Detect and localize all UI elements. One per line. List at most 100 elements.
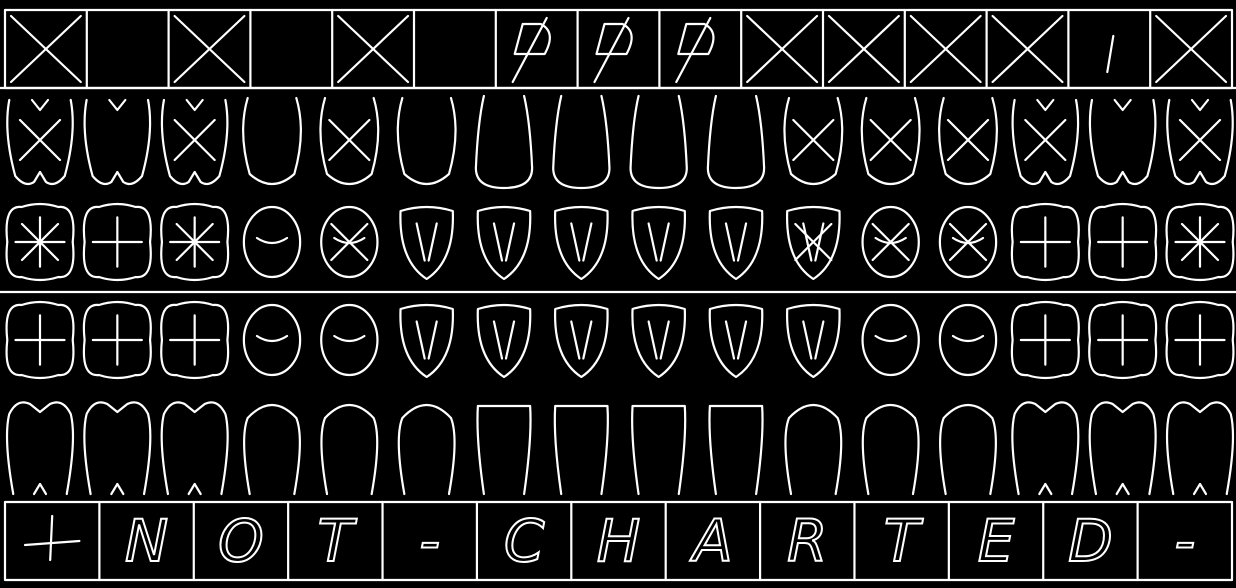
upper-buccal-tooth (939, 98, 997, 184)
tooth-fissure (494, 224, 514, 261)
single-stroke-mark (1107, 36, 1113, 72)
lower-buccal-tooth (7, 402, 73, 494)
tooth-fissure (494, 322, 514, 359)
tooth-crown (1167, 402, 1233, 494)
bottom-box: O (194, 502, 264, 580)
lower-buccal-tooth (1167, 402, 1233, 494)
handwritten-letter: T (884, 507, 924, 575)
tooth-fissure (803, 322, 823, 359)
lower-buccal-tooth (399, 405, 455, 494)
lower-buccal-tooth (785, 405, 841, 494)
top-box (332, 10, 408, 88)
upper-buccal-row (7, 96, 1232, 188)
tooth-crown (85, 100, 150, 184)
upper-occlusal-tooth (244, 207, 300, 277)
lower-occlusal-tooth (1167, 302, 1234, 378)
handwritten-letter: N (125, 507, 168, 575)
dash-mark (50, 516, 52, 560)
upper-buccal-tooth (631, 96, 687, 188)
tooth-furcation (111, 484, 123, 494)
top-box (987, 10, 1063, 88)
lower-occlusal-tooth (478, 305, 531, 377)
upper-occlusal-tooth (7, 204, 74, 280)
tooth-crown (1167, 100, 1232, 184)
tooth-outline (555, 207, 608, 279)
denture-stroke (595, 18, 629, 82)
tooth-fissure (1098, 315, 1147, 364)
lower-buccal-tooth (555, 406, 608, 494)
tooth-outline (632, 305, 685, 377)
lower-occlusal-tooth (632, 305, 685, 377)
tooth-crown (1090, 402, 1156, 494)
upper-buccal-tooth (476, 96, 532, 188)
lower-occlusal-tooth (7, 302, 74, 378)
upper-occlusal-tooth (710, 207, 763, 279)
tooth-crown (243, 98, 301, 184)
lower-occlusal-tooth (400, 305, 453, 377)
top-box (741, 10, 817, 88)
lower-occlusal-tooth (710, 305, 763, 377)
top-box (659, 10, 713, 88)
handwritten-letter: - (1174, 507, 1195, 575)
tooth-furcation (187, 100, 203, 110)
tooth-fissure (1021, 315, 1070, 364)
tooth-fissure (726, 224, 746, 261)
upper-occlusal-tooth (321, 207, 377, 277)
upper-occlusal-tooth (863, 207, 919, 277)
tooth-crown (476, 96, 532, 188)
tooth-furcation (1115, 100, 1131, 110)
bottom-box: H (571, 502, 640, 580)
tooth-furcation (109, 100, 125, 110)
tooth-crown (632, 406, 685, 494)
tooth-fissure (953, 336, 983, 341)
tooth-crown (7, 100, 72, 184)
tooth-crown (1012, 402, 1078, 494)
tooth-crown (709, 406, 762, 494)
bottom-box: T (288, 502, 357, 580)
tooth-crown (399, 405, 455, 494)
handwritten-letter: D (1068, 507, 1113, 575)
tooth-crown (940, 405, 996, 494)
lower-buccal-tooth (863, 405, 919, 494)
tooth-crown (321, 405, 377, 494)
denture-stroke (513, 18, 547, 82)
tooth-furcation (1192, 100, 1208, 110)
upper-buccal-tooth (320, 98, 378, 184)
tooth-crown (1013, 100, 1078, 184)
tooth-crown (477, 406, 530, 494)
tooth-fissure (571, 224, 591, 261)
lower-buccal-tooth (632, 406, 685, 494)
tooth-outline (478, 207, 531, 279)
tooth-crown (553, 96, 609, 188)
upper-occlusal-tooth (1167, 204, 1234, 280)
tooth-crown (631, 96, 687, 188)
tooth-fissure (726, 322, 746, 359)
tooth-outline (632, 207, 685, 279)
upper-occlusal-tooth (555, 207, 608, 279)
handwritten-letter: A (689, 507, 733, 575)
upper-buccal-tooth (398, 98, 456, 184)
lower-occlusal-tooth (244, 305, 300, 375)
lower-occlusal-tooth (940, 305, 996, 375)
denture-d-mark (678, 24, 713, 54)
top-box (169, 10, 245, 88)
tooth-crown (398, 98, 456, 184)
bottom-box (25, 516, 79, 560)
tooth-fissure (334, 336, 364, 341)
handwritten-letter: O (218, 507, 264, 575)
top-row-frame (5, 10, 1232, 88)
upper-buccal-tooth (553, 96, 609, 188)
lower-occlusal-tooth (787, 305, 840, 377)
upper-occlusal-tooth (400, 207, 453, 279)
bottom-box: D (1043, 502, 1113, 580)
tooth-fissure (1176, 315, 1225, 364)
upper-buccal-tooth (162, 100, 227, 184)
lower-occlusal-tooth (555, 305, 608, 377)
dash-mark (25, 541, 79, 545)
top-mark-row (0, 10, 1236, 88)
upper-occlusal-tooth (478, 207, 531, 279)
bottom-box: - (383, 502, 441, 580)
tooth-fissure (649, 224, 669, 261)
tooth-fissure (170, 315, 219, 364)
